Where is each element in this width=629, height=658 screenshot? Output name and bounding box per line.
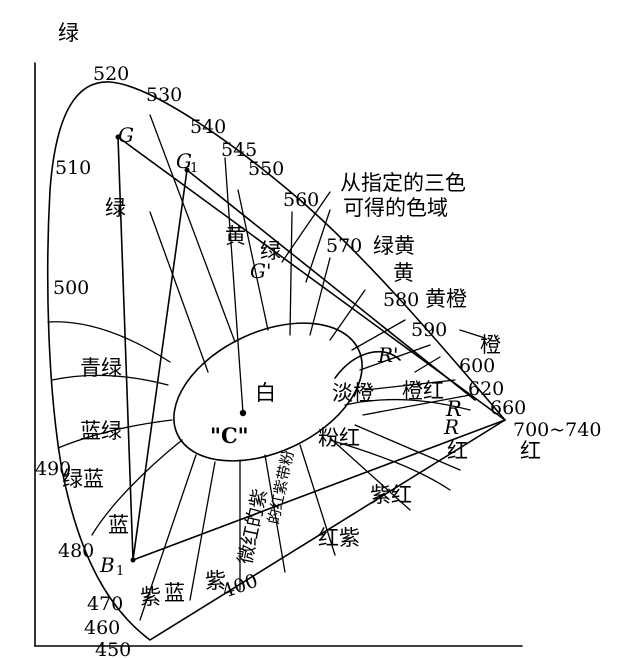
division-line (189, 461, 216, 601)
zone-green: 绿 (105, 196, 126, 220)
wl-480: 480 (58, 540, 94, 562)
annotation-line2: 可得的色域 (343, 196, 448, 220)
point-c-label: "C" (210, 423, 249, 448)
division-line (359, 344, 431, 371)
point-g1-sub: 1 (190, 161, 198, 176)
zone-white: 白 (255, 381, 276, 405)
white-region (173, 322, 363, 462)
division-line (329, 289, 366, 341)
wl-550: 550 (248, 158, 284, 180)
white-lobe (334, 350, 401, 379)
edge-yellow-orange: 黄橙 (425, 287, 467, 311)
division-line (362, 394, 471, 416)
division-line (57, 419, 173, 449)
annotation-leader (459, 329, 486, 339)
edge-orange: 橙 (480, 333, 501, 357)
division-line (351, 319, 406, 351)
division-line (91, 439, 183, 536)
wl-520: 520 (93, 63, 129, 85)
wl-590: 590 (411, 319, 447, 341)
zone-purple: 紫 (205, 569, 226, 593)
annotation-line1: 从指定的三色 (340, 171, 466, 195)
wl-600: 600 (459, 355, 495, 377)
point-r: R (445, 397, 462, 421)
wl-545: 545 (221, 139, 257, 161)
division-line (149, 114, 236, 343)
zone-blue: 蓝 (108, 513, 129, 537)
division-line (309, 257, 331, 336)
division-line (51, 374, 169, 386)
point-g: G (118, 123, 134, 147)
division-line (149, 211, 209, 373)
wl-450: 450 (95, 639, 131, 658)
wl-490: 490 (35, 458, 71, 480)
gamut-line-g1-r (186, 169, 476, 401)
zone-purple-blue-blue: 蓝 (164, 581, 185, 605)
gamut-line-g-b (117, 136, 134, 561)
wl-470: 470 (87, 593, 123, 615)
wl-570: 570 (326, 235, 362, 257)
point-r1: R (443, 415, 459, 439)
gamut-line-b-r (132, 419, 506, 561)
c-point (239, 409, 247, 417)
point-b1: B (99, 553, 115, 577)
edge-yellow: 黄 (393, 261, 414, 285)
wl-510: 510 (55, 157, 91, 179)
edge-red: 红 (520, 439, 541, 463)
division-line (364, 379, 456, 391)
wl-460: 460 (84, 617, 120, 639)
zone-pale-orange: 淡橙 (332, 381, 374, 405)
zone-blue-green: 蓝绿 (80, 419, 122, 443)
wl-560: 560 (283, 189, 319, 211)
zone-pink-red: 粉红 (318, 426, 360, 450)
point-g-prime: G' (250, 259, 271, 283)
point-g1-dot (184, 167, 190, 173)
wl-620: 620 (468, 378, 504, 400)
point-g1: G (176, 149, 192, 173)
division-line (264, 454, 286, 573)
annotation-leader (414, 356, 441, 373)
division-line (329, 437, 411, 511)
point-b1-sub: 1 (116, 564, 124, 579)
zone-yellow: 黄 (225, 224, 246, 248)
zone-faint-pink-purple: 的红紫带粉 (264, 449, 297, 526)
division-line (344, 398, 471, 411)
zone-green-small: 绿 (260, 239, 281, 263)
zone-orange-red: 橙红 (402, 379, 444, 403)
wl-660: 660 (490, 397, 526, 419)
division-line (47, 321, 171, 363)
zone-green-blue: 绿蓝 (62, 467, 104, 491)
edge-green-yellow: 绿黄 (373, 234, 415, 258)
wl-500: 500 (53, 277, 89, 299)
zone-red-small: 红 (447, 439, 468, 463)
zone-purple-blue-purple: 紫 (140, 585, 161, 609)
c-point-line (224, 157, 244, 414)
point-r-prime: R' (377, 343, 399, 367)
axis-label: 绿 (58, 21, 79, 45)
division-line (289, 211, 293, 336)
zone-cyan-green: 青绿 (80, 356, 122, 380)
division-line (237, 189, 269, 331)
wl-540: 540 (190, 116, 226, 138)
annotation-leader (281, 191, 331, 263)
zone-red-purple: 红紫 (318, 526, 360, 550)
gamut-line-g1-b (132, 169, 188, 561)
zone-purple-red: 紫红 (370, 483, 412, 507)
annotation-leader (305, 209, 331, 283)
point-b1-dot (130, 557, 136, 563)
spectral-locus (46, 81, 506, 641)
point-g-dot (115, 134, 121, 140)
division-line (329, 439, 451, 491)
division-line (139, 454, 197, 621)
wl-700-740: 700~740 (513, 419, 601, 441)
division-line (299, 444, 336, 556)
wl-580: 580 (383, 289, 419, 311)
wl-530: 530 (146, 84, 182, 106)
division-line (354, 424, 461, 471)
